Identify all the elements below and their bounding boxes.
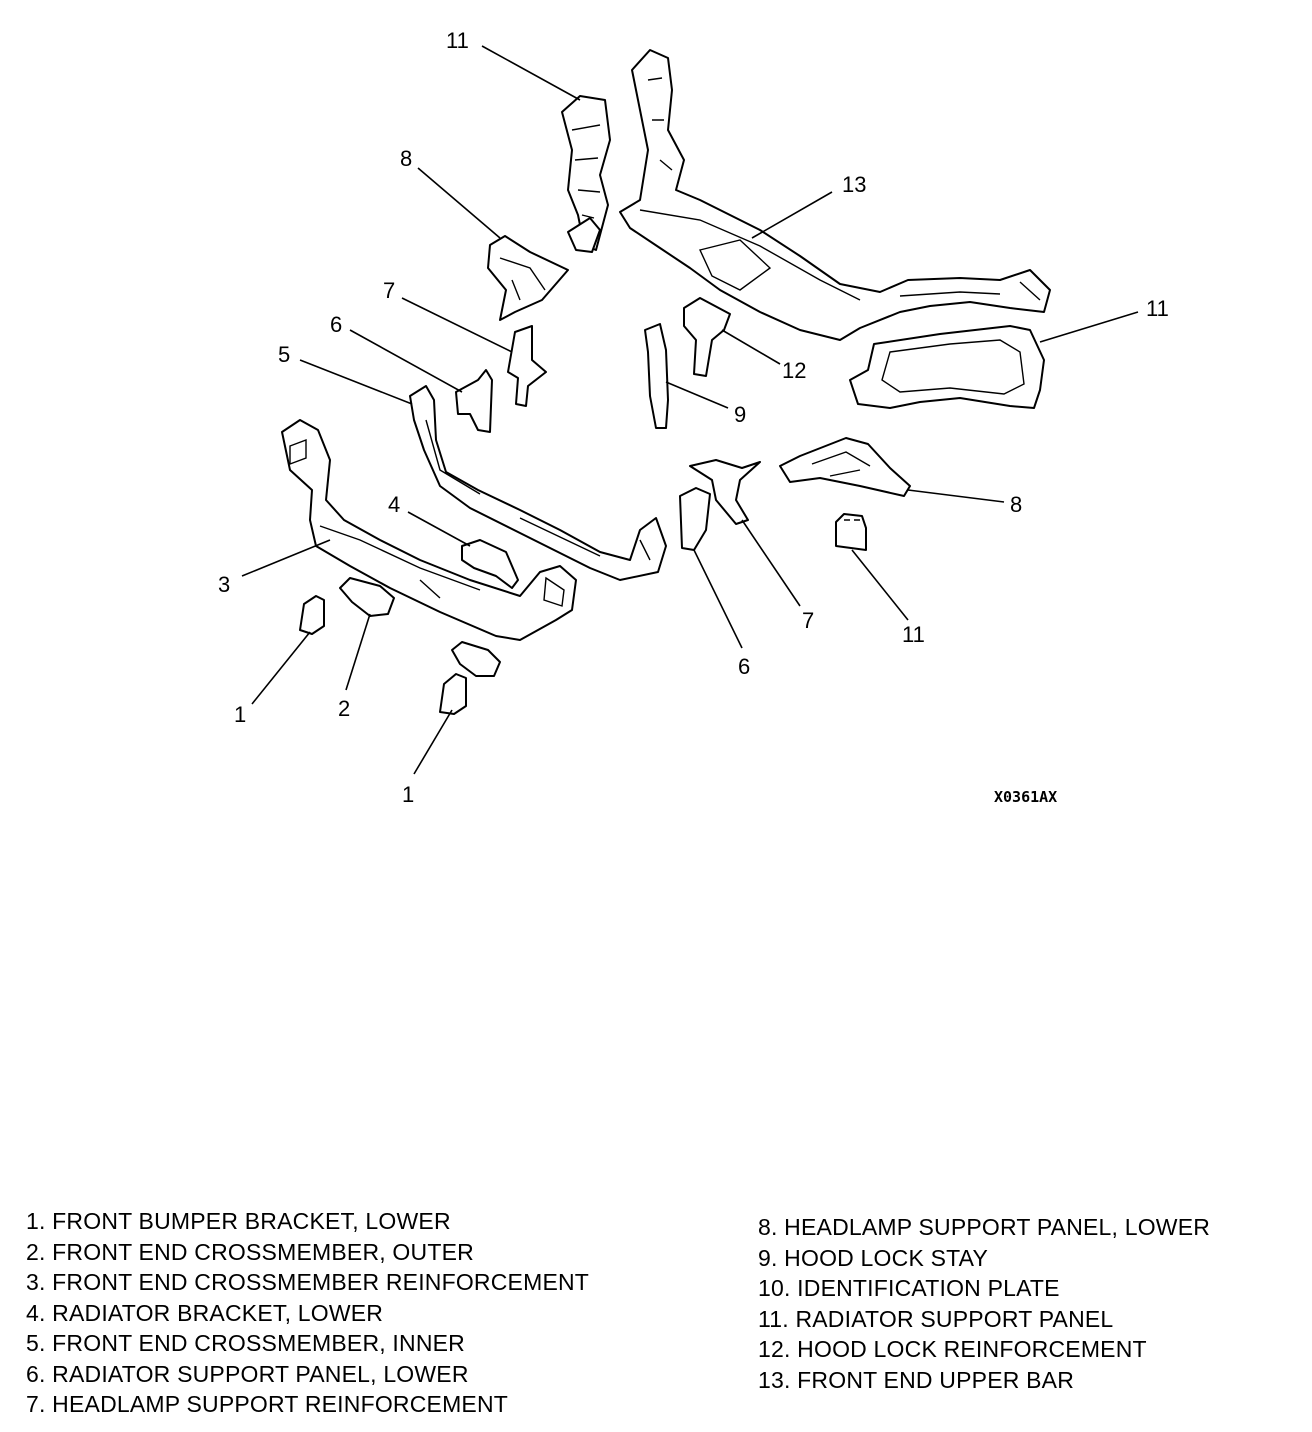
figure-code: X0361AX bbox=[994, 788, 1057, 806]
part-front-end-crossmember-outer bbox=[339, 577, 501, 677]
part-front-end-upper-bar bbox=[619, 49, 1051, 341]
legend-item: 2. FRONT END CROSSMEMBER, OUTER bbox=[26, 1238, 474, 1265]
legend-item: 7. HEADLAMP SUPPORT REINFORCEMENT bbox=[26, 1391, 509, 1417]
part-radiator-support-panel-lower-left bbox=[455, 369, 493, 433]
legend-item: 5. FRONT END CROSSMEMBER, INNER bbox=[26, 1330, 465, 1356]
callout-1-left: 1 bbox=[234, 702, 246, 727]
callout-5: 5 bbox=[278, 342, 290, 367]
callout-11-right: 11 bbox=[1146, 296, 1169, 321]
legend-item: 13. FRONT END UPPER BAR bbox=[758, 1366, 1075, 1393]
legend-left-column: 1. FRONT BUMPER BRACKET, LOWER 2. FRONT … bbox=[26, 1206, 589, 1420]
callout-1-bottom: 1 bbox=[402, 782, 414, 807]
callout-11-bottom: 11 bbox=[902, 622, 925, 647]
callout-13: 13 bbox=[842, 172, 866, 197]
legend-item: 11. RADIATOR SUPPORT PANEL bbox=[758, 1305, 1114, 1332]
callout-6-top: 6 bbox=[330, 312, 342, 337]
part-radiator-support-panel-lower-right bbox=[679, 487, 711, 551]
legend-item: 4. RADIATOR BRACKET, LOWER bbox=[26, 1299, 384, 1326]
legend-item: 12. HOOD LOCK REINFORCEMENT bbox=[758, 1336, 1147, 1362]
part-radiator-bracket-lower bbox=[461, 539, 519, 589]
callout-2: 2 bbox=[338, 696, 350, 721]
callout-7-bottom: 7 bbox=[802, 608, 814, 633]
part-hood-lock-stay bbox=[644, 323, 669, 429]
callout-6-bottom: 6 bbox=[738, 654, 750, 679]
callout-7-top: 7 bbox=[383, 278, 395, 303]
part-radiator-support-panel-right bbox=[849, 325, 1045, 409]
callout-8-right: 8 bbox=[1010, 492, 1022, 517]
callout-4: 4 bbox=[388, 492, 400, 517]
callout-12: 12 bbox=[782, 358, 806, 383]
legend-item: 1. FRONT BUMPER BRACKET, LOWER bbox=[26, 1208, 451, 1234]
callout-8-top: 8 bbox=[400, 146, 412, 171]
exploded-parts-diagram: 11 8 13 11 7 6 5 12 9 4 8 3 7 11 6 1 2 1… bbox=[218, 28, 1169, 807]
legend-item: 8. HEADLAMP SUPPORT PANEL, LOWER bbox=[758, 1214, 1211, 1240]
part-headlamp-support-panel-right bbox=[779, 437, 911, 497]
legend-item: 3. FRONT END CROSSMEMBER REINFORCEMENT bbox=[26, 1269, 590, 1295]
part-headlamp-support-panel-left bbox=[487, 235, 569, 321]
part-front-bumper-bracket-lower bbox=[299, 595, 467, 715]
legend-item: 6. RADIATOR SUPPORT PANEL, LOWER bbox=[26, 1360, 469, 1387]
callout-11-top: 11 bbox=[446, 28, 469, 53]
leader-lines bbox=[241, 45, 1139, 775]
part-headlamp-support-reinforcement-left bbox=[507, 325, 547, 407]
legend-item: 9. HOOD LOCK STAY bbox=[758, 1244, 989, 1271]
callout-9: 9 bbox=[734, 402, 746, 427]
callout-3: 3 bbox=[218, 572, 230, 597]
part-identification-plate bbox=[835, 513, 867, 551]
part-headlamp-support-reinforcement-right bbox=[689, 459, 761, 525]
legend-right-column: 8. HEADLAMP SUPPORT PANEL, LOWER 9. HOOD… bbox=[758, 1212, 1210, 1395]
legend-item: 10. IDENTIFICATION PLATE bbox=[758, 1275, 1060, 1301]
part-front-end-crossmember-inner bbox=[409, 385, 667, 581]
part-hood-lock-reinforcement bbox=[683, 297, 731, 377]
part-radiator-support-panel-left bbox=[561, 95, 611, 253]
